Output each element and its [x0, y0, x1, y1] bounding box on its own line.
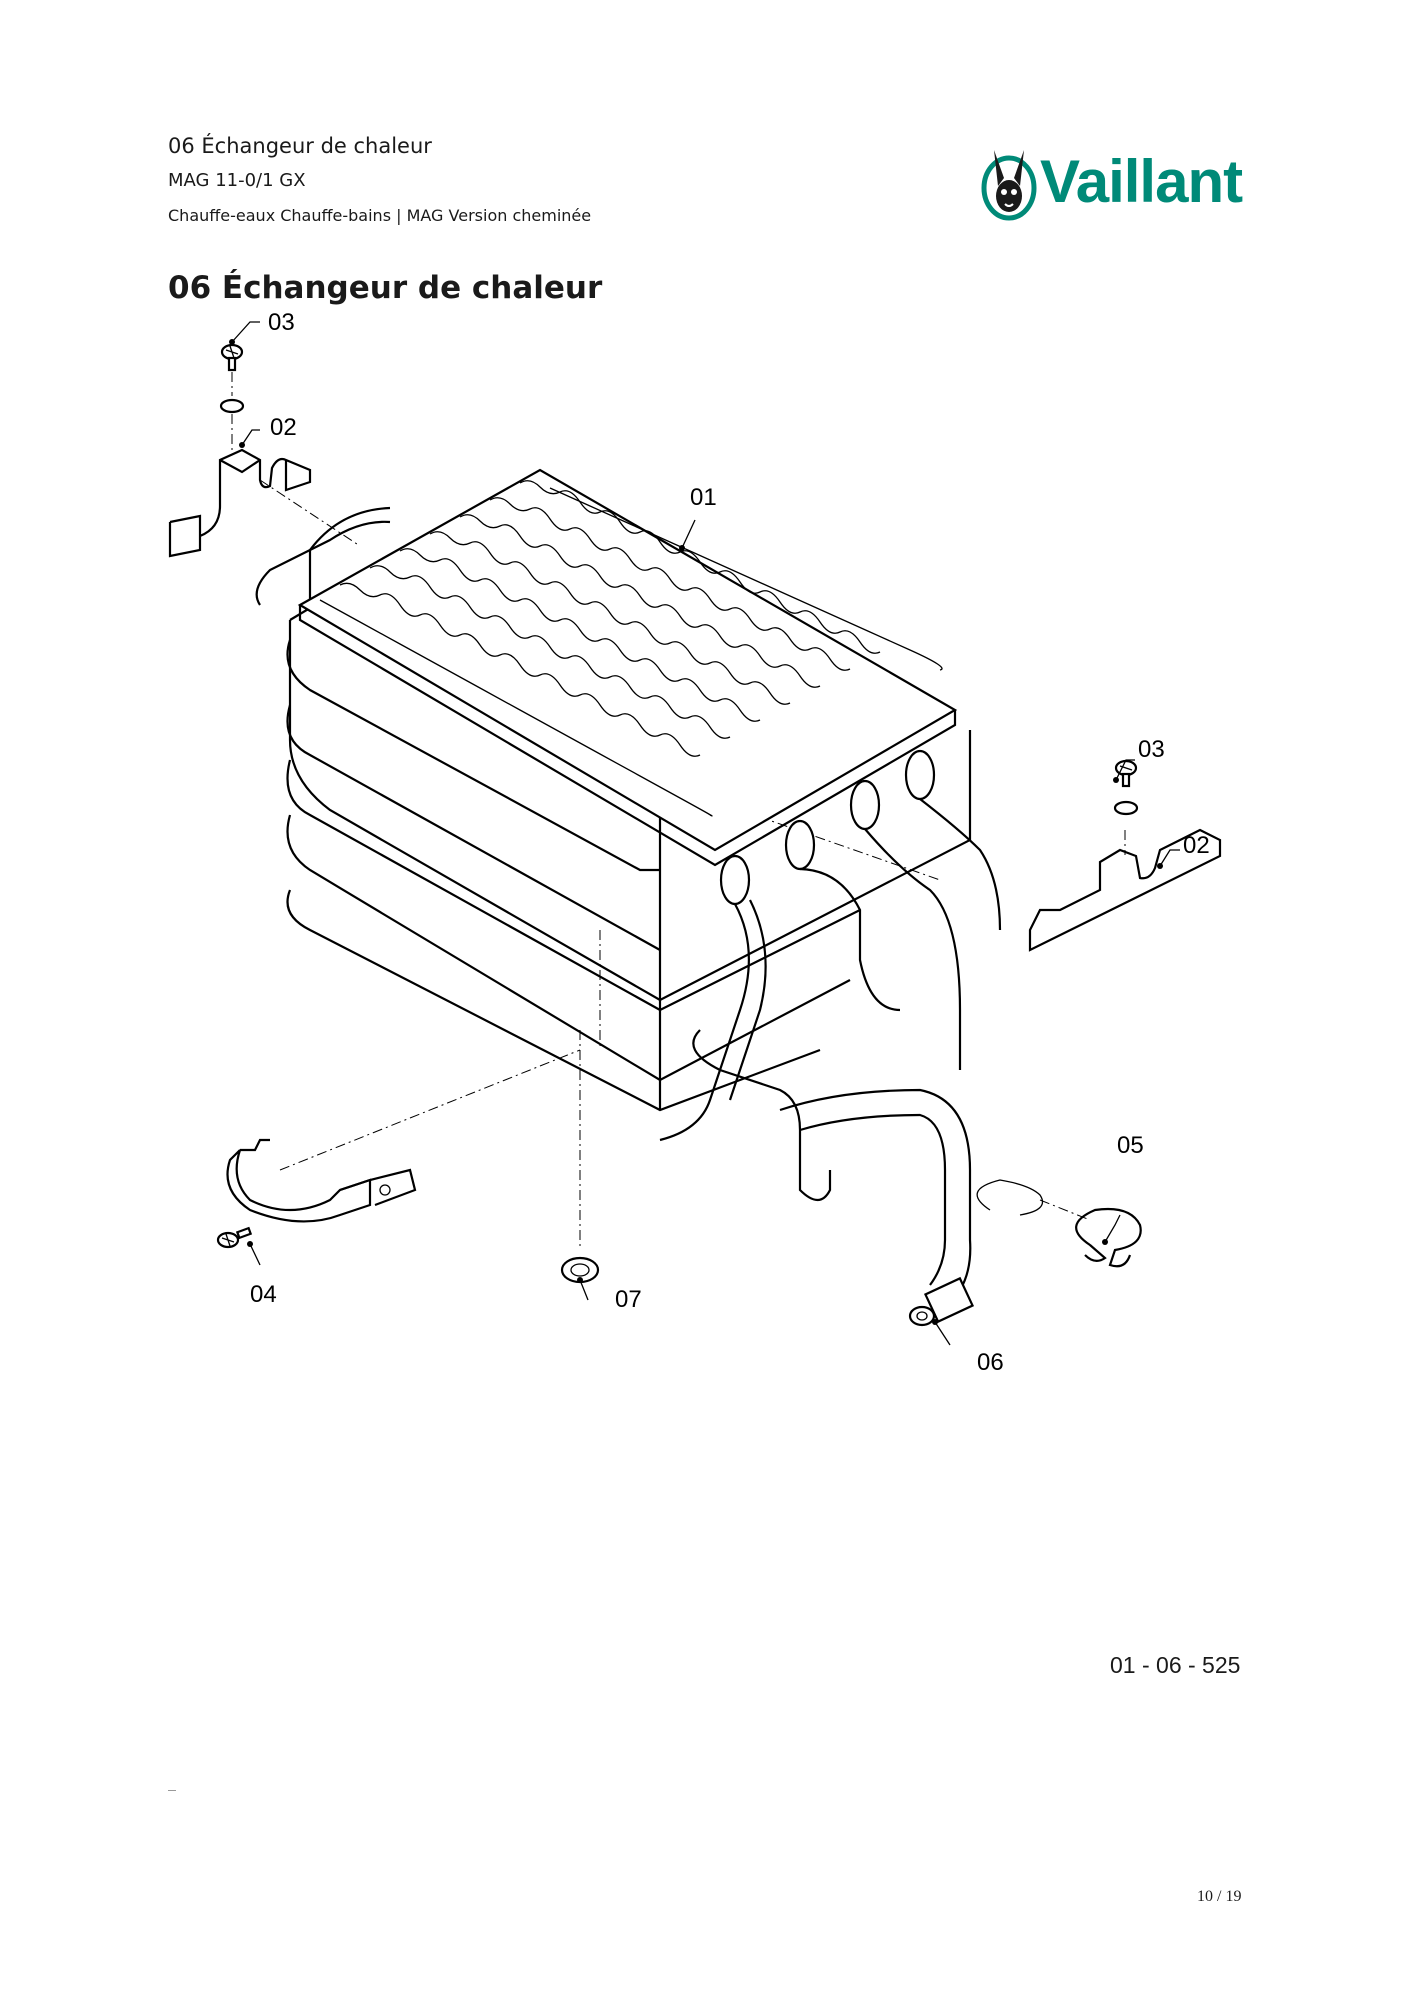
header-title: 06 Échangeur de chaleur [168, 134, 432, 158]
bracket-icon [1028, 828, 1222, 952]
screw-icon [220, 343, 244, 372]
clamp-icon [226, 1138, 372, 1223]
part-label-02: 02 [270, 414, 297, 441]
heat-exchanger-icon [255, 468, 1002, 1324]
part-label-02: 02 [1183, 832, 1210, 859]
part-label-05: 05 [1117, 1132, 1144, 1159]
exploded-parts-drawing: 03 02 01 03 02 05 04 07 06 [168, 310, 1222, 1376]
page-title: 06 Échangeur de chaleur [168, 270, 603, 306]
footer-mark [168, 1790, 176, 1791]
part-label-06: 06 [977, 1349, 1004, 1376]
part-label-03: 03 [1138, 736, 1165, 763]
part-label-07: 07 [615, 1286, 642, 1313]
screw-icon [216, 1226, 253, 1249]
gasket-icon [908, 1305, 936, 1327]
header-model: MAG 11-0/1 GX [168, 170, 306, 191]
drawing-code: 01 - 06 - 525 [1110, 1652, 1241, 1678]
page-number: 10 / 19 [1197, 1888, 1242, 1905]
header-subtitle: Chauffe-eaux Chauffe-bains | MAG Version… [168, 206, 592, 225]
part-label-04: 04 [250, 1281, 277, 1308]
vaillant-logo: Vaillant [980, 142, 1255, 222]
washer-icon [219, 398, 245, 414]
bracket-icon [168, 448, 312, 558]
part-label-03: 03 [268, 310, 295, 336]
hare-logo-icon [981, 150, 1037, 221]
brand-name: Vaillant [1040, 148, 1243, 215]
clip-icon [1075, 1207, 1142, 1268]
washer-icon [1113, 800, 1139, 816]
part-label-01: 01 [690, 484, 717, 511]
